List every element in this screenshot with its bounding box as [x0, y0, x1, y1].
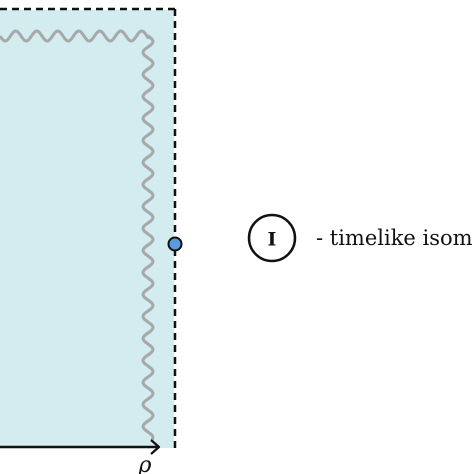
boundary-point-icon: [167, 236, 183, 252]
legend-text: - timelike isom: [316, 226, 473, 250]
singularity-line: [0, 29, 155, 441]
rho-axis-label: ρ: [138, 453, 152, 474]
spacetime-region: [0, 10, 174, 448]
rho-axis-arrow-icon: [150, 439, 161, 455]
legend-badge-letter: I: [268, 229, 277, 251]
circled-letter-icon: [247, 213, 297, 263]
